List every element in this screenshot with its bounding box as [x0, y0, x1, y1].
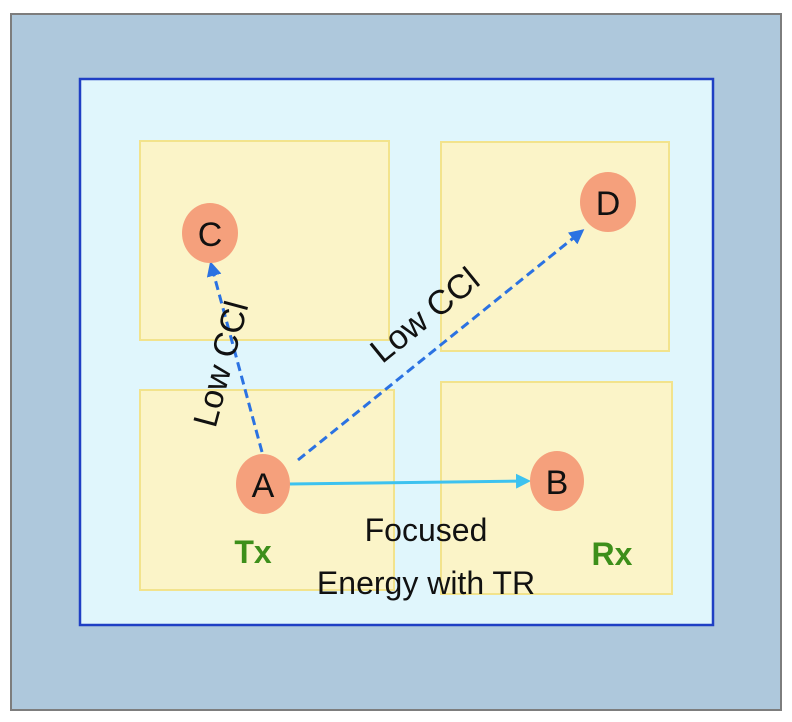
room-top-left: [139, 140, 390, 341]
node-a: [236, 454, 290, 514]
node-a-label: A: [252, 467, 275, 505]
node-d: [580, 172, 636, 232]
rx-label: Rx: [592, 536, 633, 572]
node-d-label: D: [596, 185, 621, 223]
arrow-a-to-b: [288, 473, 531, 489]
node-b-label: B: [546, 464, 569, 502]
arrow-a-to-c: [206, 261, 264, 453]
node-b: [530, 451, 584, 511]
node-c: [182, 203, 238, 263]
room-top-right: [440, 141, 670, 352]
focused-energy-line2: Energy with TR: [317, 565, 535, 601]
arrow-a-to-d: [297, 229, 585, 462]
node-c-label: C: [198, 216, 223, 254]
tx-label: Tx: [234, 534, 272, 570]
focused-energy-line1: Focused: [365, 512, 488, 548]
